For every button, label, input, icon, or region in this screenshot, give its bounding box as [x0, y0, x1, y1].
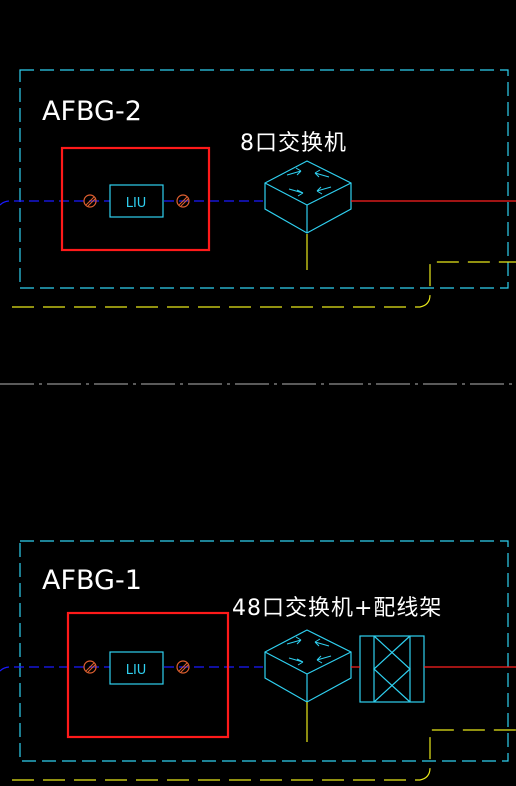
afbg-2-liu-box [109, 184, 164, 218]
section-afbg-1: AFBG-1 LIU 48口交换机+配线架 [0, 540, 516, 781]
afbg-1-connector-right [176, 660, 190, 674]
afbg-1-fiber-line [0, 666, 263, 672]
afbg-1-title: AFBG-1 [42, 565, 142, 596]
afbg-1-highlight-box [66, 611, 230, 739]
afbg-1-cable-route [12, 729, 516, 781]
afbg-2-dashed-frame [19, 69, 509, 289]
switch-icon [264, 160, 352, 234]
afbg-1-liu-label: LIU [126, 663, 147, 678]
afbg-1-liu-box [109, 651, 164, 685]
afbg-1-dashed-frame [19, 540, 509, 762]
afbg-2-cable-route [12, 261, 516, 308]
afbg-2-title: AFBG-2 [42, 96, 142, 127]
patch-panel-icon [359, 635, 425, 703]
afbg-2-highlight-box [60, 146, 211, 252]
afbg-2-device-label: 8口交换机 [240, 131, 347, 156]
afbg-2-fiber-line [0, 200, 263, 206]
section-afbg-2: AFBG-2 LIU 8口交换机 [0, 69, 516, 308]
switch-icon [264, 629, 352, 703]
afbg-2-connector-right [176, 194, 190, 208]
afbg-2-liu-label: LIU [126, 196, 147, 211]
afbg-2-connector-left [83, 194, 97, 208]
afbg-1-connector-left [83, 660, 97, 674]
afbg-1-device-label: 48口交换机+配线架 [232, 596, 442, 621]
